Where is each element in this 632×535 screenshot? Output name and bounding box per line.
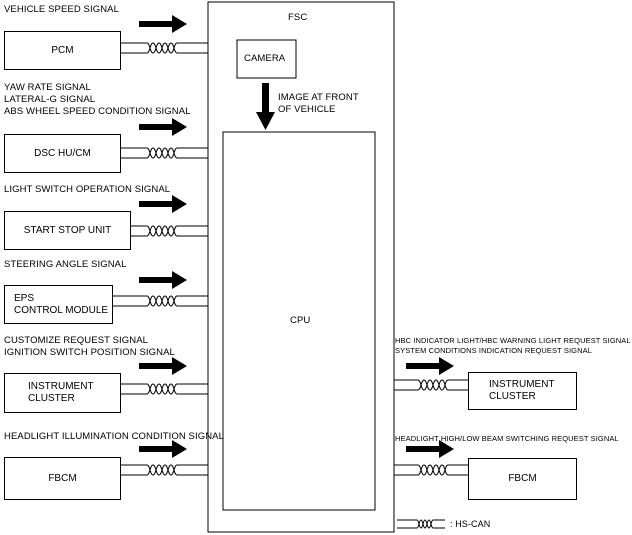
signal-label: IGNITION SWITCH POSITION SIGNAL — [4, 347, 175, 358]
image-arrow — [256, 83, 275, 130]
module-box-start-stop-unit: START STOP UNIT — [4, 211, 131, 250]
hs-can-legend-symbol — [397, 519, 445, 529]
module-box-fbcm: FBCM — [4, 457, 121, 500]
signal-label: LATERAL-G SIGNAL — [4, 94, 96, 105]
image-label-line1: IMAGE AT FRONT — [278, 92, 359, 103]
signal-label: HBC INDICATOR LIGHT/HBC WARNING LIGHT RE… — [395, 336, 631, 345]
module-label: FBCM — [508, 473, 537, 484]
input-connection-eps — [113, 271, 208, 307]
cpu-label: CPU — [290, 315, 311, 326]
signal-label: STEERING ANGLE SIGNAL — [4, 259, 127, 270]
output-connection-instrument-cluster — [394, 357, 468, 391]
hs-can-legend-label: : HS-CAN — [450, 519, 491, 529]
camera-box — [236, 39, 297, 79]
module-label: FBCM — [48, 472, 77, 484]
input-connection-dsc — [121, 118, 208, 159]
signal-label: VEHICLE SPEED SIGNAL — [4, 4, 119, 15]
module-label: CLUSTER — [28, 393, 75, 404]
module-label: CLUSTER — [489, 391, 536, 402]
module-label: CONTROL MODULE — [14, 304, 109, 316]
signal-label: HEADLIGHT ILLUMINATION CONDITION SIGNAL — [4, 431, 224, 442]
module-box-dsc-hu-cm: DSC HU/CM — [4, 134, 121, 173]
signal-label: YAW RATE SIGNAL — [4, 82, 91, 93]
module-label: PCM — [51, 44, 74, 56]
module-label: DSC HU/CM — [34, 147, 91, 159]
input-connection-fbcm — [121, 440, 208, 476]
module-label: START STOP UNIT — [23, 224, 112, 236]
module-label: INSTRUMENT — [489, 379, 555, 390]
output-module-box-fbcm: FBCM — [468, 458, 577, 500]
signal-label: CUSTOMIZE REQUEST SIGNAL — [4, 335, 149, 346]
cpu-box — [222, 131, 376, 511]
input-connection-instrument-cluster — [121, 357, 208, 395]
signal-label: SYSTEM CONDITIONS INDICATION REQUEST SIG… — [395, 346, 592, 355]
module-box-instrument-cluster: INSTRUMENT CLUSTER — [4, 373, 121, 413]
signal-label: HEADLIGHT HIGH/LOW BEAM SWITCHING REQUES… — [395, 434, 619, 443]
signal-label: ABS WHEEL SPEED CONDITION SIGNAL — [4, 106, 191, 117]
module-box-pcm: PCM — [4, 31, 121, 70]
fsc-title: FSC — [288, 12, 308, 23]
input-connection-start-stop — [131, 195, 208, 237]
camera-label: CAMERA — [244, 53, 286, 64]
signal-label: LIGHT SWITCH OPERATION SIGNAL — [4, 184, 171, 195]
module-label: INSTRUMENT — [28, 381, 94, 392]
module-box-eps-control-module: EPS CONTROL MODULE — [4, 285, 113, 324]
output-module-box-instrument-cluster: INSTRUMENT CLUSTER — [468, 372, 577, 410]
image-label-line2: OF VEHICLE — [278, 104, 336, 115]
module-label: EPS — [14, 292, 35, 304]
output-connection-fbcm — [394, 440, 468, 476]
input-connection-pcm — [121, 15, 208, 54]
